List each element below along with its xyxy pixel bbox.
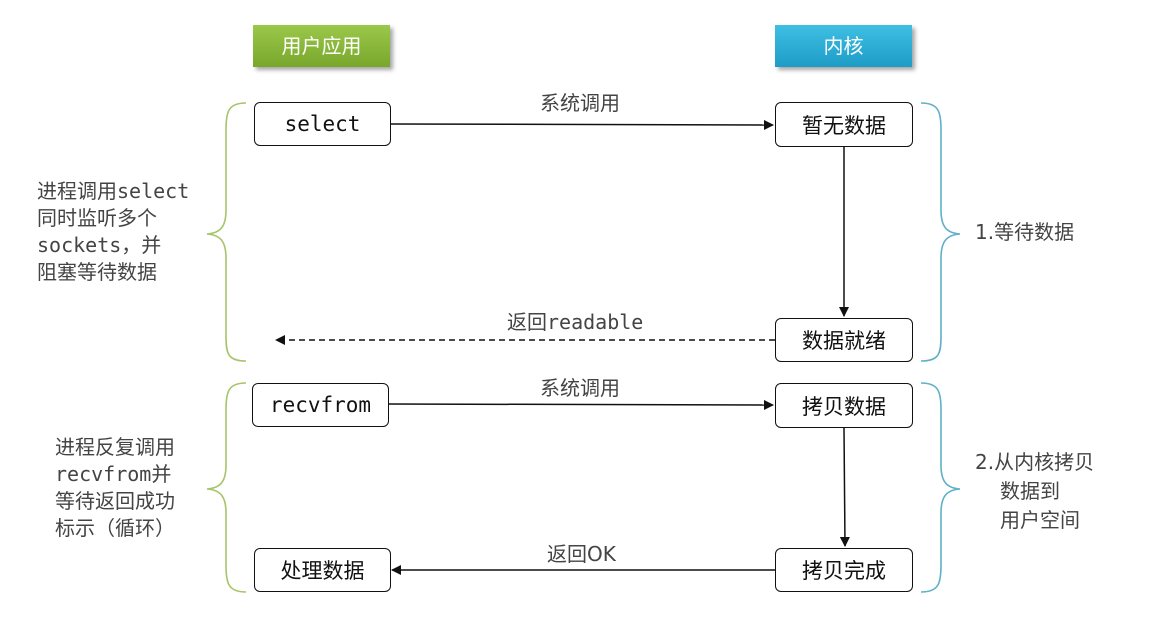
no-data-box: 暂无数据 [775, 102, 913, 147]
syscall-label-1: 系统调用 [540, 91, 620, 115]
select-desc-line-2: 同时监听多个 [37, 206, 157, 230]
recvfrom-desc-line-1: 进程反复调用 [55, 435, 175, 459]
copy-note-line-2: 数据到 [1000, 479, 1060, 503]
process-data-box: 处理数据 [254, 548, 391, 592]
syscall-label-2: 系统调用 [540, 376, 620, 400]
syscall-arrow-2 [387, 399, 774, 410]
wait-data-note: 1.等待数据 [975, 220, 1075, 244]
syscall-arrow-1 [389, 119, 774, 130]
left-brace-2 [206, 382, 247, 593]
copy-data-box: 拷贝数据 [775, 383, 913, 428]
recvfrom-desc-line-4: 标示（循环） [55, 516, 175, 540]
return-ok-label: 返回OK [547, 542, 616, 566]
select-desc-line-1: 进程调用select [37, 179, 190, 203]
kernel-header: 内核 [775, 25, 912, 67]
select-desc-line-3: sockets，并 [37, 233, 162, 257]
return-readable-label: 返回readable [507, 306, 643, 335]
return-readable-text: 返回readable [507, 310, 644, 334]
recvfrom-desc-line-3: 等待返回成功 [55, 489, 175, 513]
copy-to-user-note: 2.从内核拷贝 数据到 用户空间 [975, 448, 1094, 535]
user-app-header: 用户应用 [253, 25, 390, 67]
copy-note-line-3: 用户空间 [1000, 508, 1080, 532]
recvfrom-description: 进程反复调用 recvfrom并 等待返回成功 标示（循环） [55, 434, 175, 542]
left-brace-1 [206, 102, 247, 362]
right-brace-2 [920, 382, 961, 593]
recvfrom-desc-line-2: recvfrom并 [55, 462, 172, 486]
copy-done-box: 拷贝完成 [775, 548, 913, 592]
copy-note-line-1: 2.从内核拷贝 [975, 450, 1095, 474]
recvfrom-box: recvfrom [252, 383, 389, 427]
right-brace-1 [920, 102, 961, 362]
select-box: select [254, 102, 391, 146]
select-desc-line-4: 阻塞等待数据 [37, 260, 157, 284]
copy-arrow [839, 427, 850, 547]
select-description: 进程调用select 同时监听多个 sockets，并 阻塞等待数据 [37, 178, 189, 286]
data-ready-box: 数据就绪 [775, 318, 913, 362]
